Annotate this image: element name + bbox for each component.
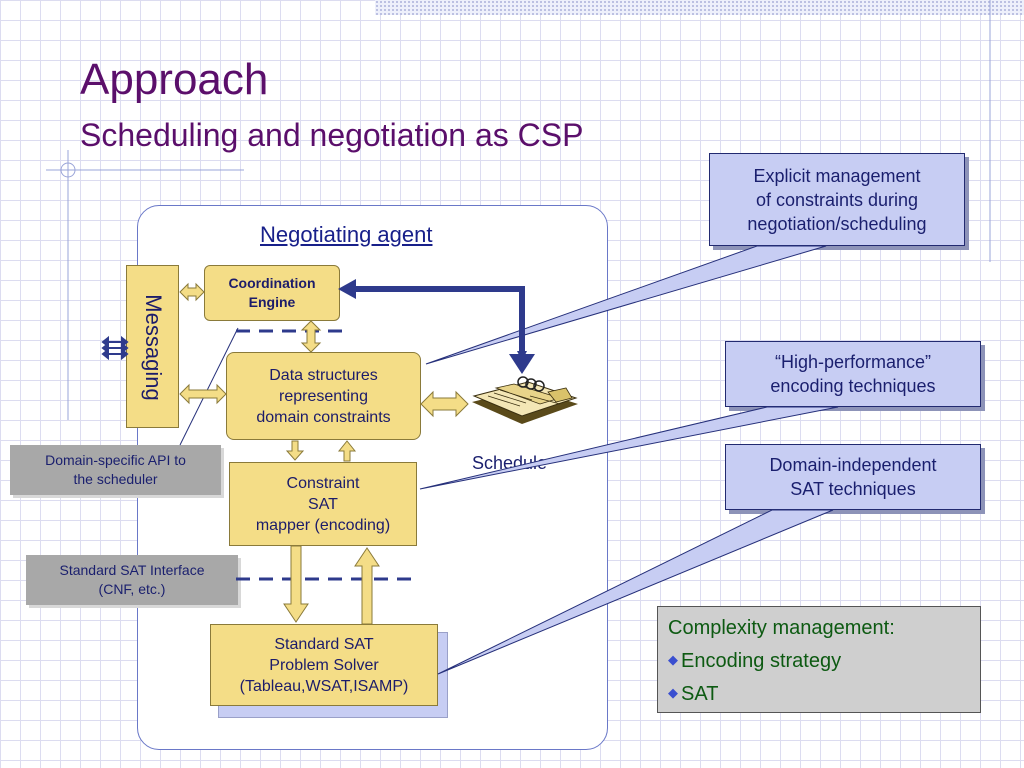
slide-subtitle: Scheduling and negotiation as CSP [80, 117, 584, 153]
domain-specific-api-pointer [179, 327, 239, 446]
messaging-bar: Messaging [126, 265, 179, 428]
messaging-coordination-arrow [179, 282, 205, 302]
complexity-item-label: SAT [681, 683, 719, 705]
explicit-management-pointer [425, 245, 827, 365]
negotiating-agent-label: Negotiating agent [260, 222, 433, 247]
coordination-engine-line-2: Engine [248, 294, 296, 310]
coordination-engine-box: Coordination Engine [204, 265, 340, 321]
explicit-management-callout: Explicit management of constraints durin… [709, 153, 965, 246]
mapper-to-solver-arrow-down [283, 545, 309, 623]
data-to-mapper-arrow-down [285, 440, 305, 461]
coordination-data-arrow [300, 320, 322, 353]
complexity-management-box: Complexity management: ◆Encoding strateg… [657, 606, 981, 713]
complexity-item: ◆SAT [668, 677, 970, 710]
coordination-arrowhead-icon [338, 279, 356, 299]
incoming-messages-icon [101, 335, 129, 361]
constraint-mapper-line-1: Constraint [286, 474, 360, 492]
data-structures-line-2: representing [279, 387, 368, 405]
constraint-sat-mapper-box: Constraint SAT mapper (encoding) [229, 462, 417, 546]
high-performance-line-1: “High-performance” [774, 352, 932, 372]
crosshair-circle [60, 162, 76, 178]
high-performance-callout: “High-performance” encoding techniques [725, 341, 981, 407]
diamond-bullet-icon: ◆ [668, 685, 678, 700]
constraint-mapper-line-3: mapper (encoding) [255, 516, 391, 534]
data-structures-line-1: Data structures [269, 366, 378, 384]
standard-sat-interface-label: Standard SAT Interface (CNF, etc.) [26, 555, 238, 605]
solver-to-mapper-arrow-up [354, 547, 380, 625]
domain-independent-line-2: SAT techniques [790, 479, 916, 499]
explicit-management-line-1: Explicit management [753, 165, 921, 186]
explicit-management-line-2: of constraints during [755, 189, 919, 210]
sat-solver-line-3: (Tableau,WSAT,ISAMP) [239, 677, 409, 695]
complexity-item: ◆Encoding strategy [668, 644, 970, 677]
complexity-heading: Complexity management: [668, 617, 895, 639]
diamond-bullet-icon: ◆ [668, 652, 678, 667]
constraint-mapper-line-2: SAT [308, 495, 338, 513]
schedule-book-icon [472, 376, 578, 424]
callout-pointers [179, 245, 839, 675]
domain-independent-line-1: Domain-independent [769, 455, 937, 475]
explicit-management-line-3: negotiation/scheduling [747, 213, 927, 234]
mapper-to-data-arrow-up [337, 440, 357, 462]
coordination-schedule-arrow [350, 286, 527, 361]
data-structures-box: Data structures representing domain cons… [226, 352, 421, 440]
data-structures-line-3: domain constraints [256, 408, 391, 426]
flow-arrows [179, 282, 469, 625]
domain-independent-callout: Domain-independent SAT techniques [725, 444, 981, 510]
data-schedule-arrow [420, 390, 469, 418]
high-performance-line-2: encoding techniques [770, 376, 936, 396]
domain-specific-api-line-2: the scheduler [73, 471, 158, 487]
header-band [375, 0, 1024, 15]
sat-solver-line-1: Standard SAT [274, 635, 374, 653]
coordination-engine-line-1: Coordination [228, 275, 316, 291]
sat-solver-line-2: Problem Solver [269, 656, 379, 674]
high-performance-pointer [419, 406, 839, 490]
sat-solver-box: Standard SAT Problem Solver (Tableau,WSA… [210, 624, 438, 706]
slide-title: Approach [80, 55, 269, 104]
schedule-arrowhead-icon [509, 354, 535, 374]
messaging-data-arrow [179, 383, 227, 405]
complexity-item-label: Encoding strategy [681, 650, 842, 672]
domain-specific-api-label: Domain-specific API to the scheduler [10, 445, 221, 495]
standard-sat-interface-line-2: (CNF, etc.) [98, 581, 166, 597]
domain-specific-api-line-1: Domain-specific API to [45, 452, 186, 468]
domain-independent-pointer [437, 509, 834, 675]
standard-sat-interface-line-1: Standard SAT Interface [59, 562, 205, 578]
